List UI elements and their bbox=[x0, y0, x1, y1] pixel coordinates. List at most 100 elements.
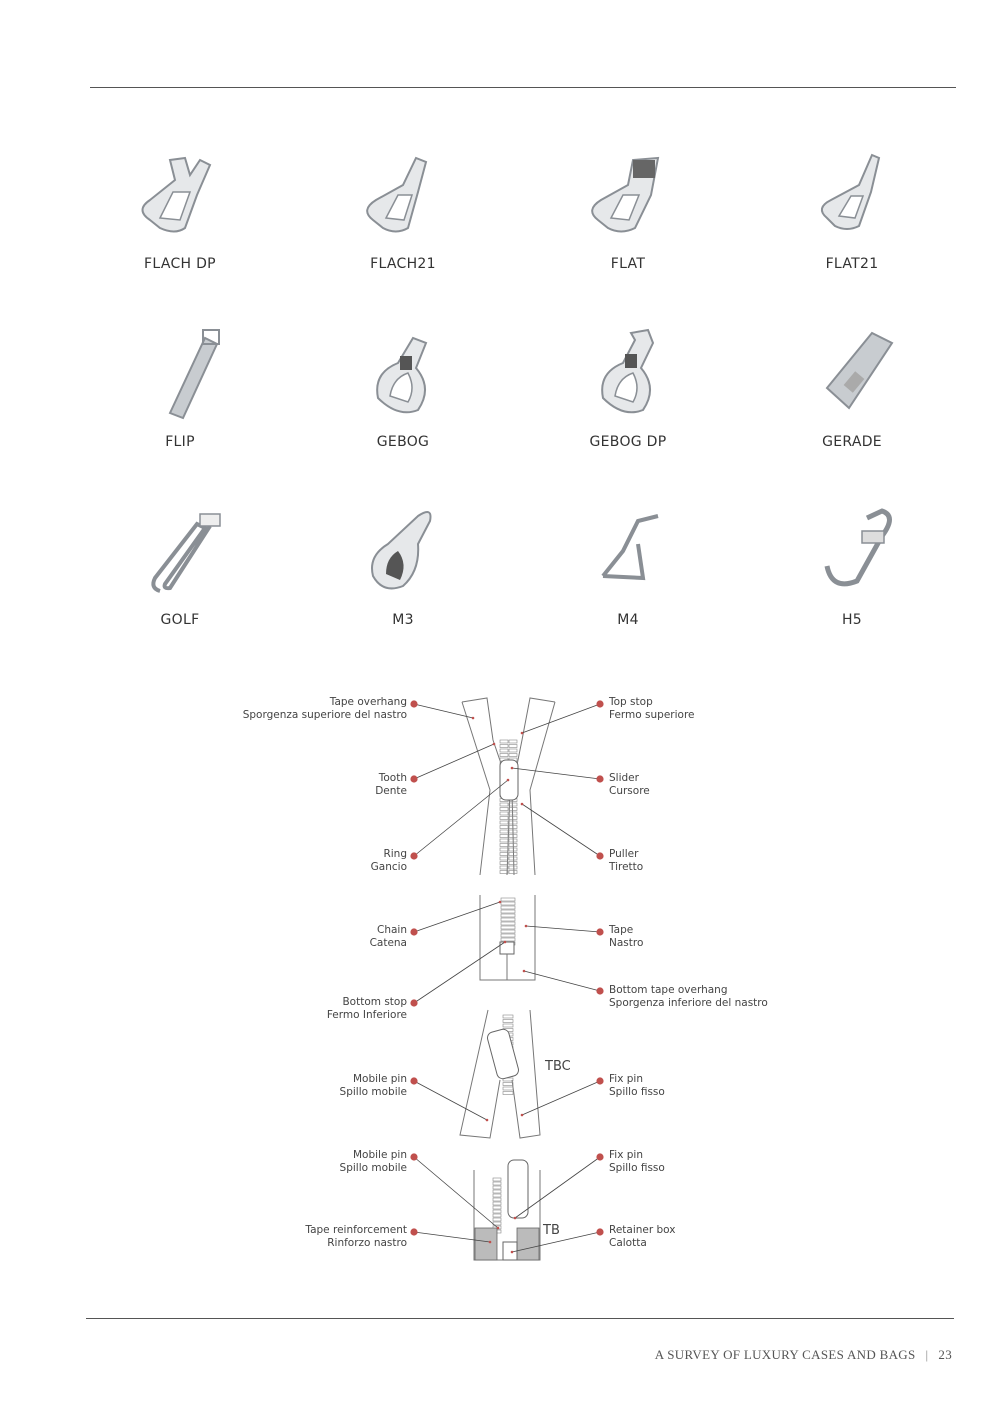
callout-dot bbox=[410, 1153, 418, 1161]
golf-puller-icon bbox=[90, 496, 270, 606]
puller-label: FLACH DP bbox=[144, 256, 216, 272]
tooth-mark bbox=[492, 1209, 502, 1214]
puller-item: FLIP bbox=[90, 318, 270, 450]
callout-english: Fix pin bbox=[609, 1149, 643, 1161]
target-dot bbox=[485, 1118, 489, 1122]
puller-label: GEBOG bbox=[376, 434, 430, 450]
tooth-mark bbox=[502, 1082, 514, 1086]
flat-puller-icon bbox=[538, 140, 718, 250]
leader-line bbox=[521, 703, 601, 734]
gebog-puller-icon bbox=[313, 318, 493, 428]
tooth-mark bbox=[502, 1086, 514, 1091]
callout-italian: Cursore bbox=[609, 784, 650, 797]
callout-english: Tape bbox=[609, 924, 634, 936]
target-dot bbox=[506, 778, 510, 782]
tooth-mark bbox=[492, 1193, 502, 1198]
callout-italian: Rinforzo nastro bbox=[327, 1236, 407, 1249]
puller-label: GEBOG DP bbox=[589, 434, 667, 450]
tooth-mark bbox=[508, 820, 518, 825]
page-number: 23 bbox=[938, 1347, 952, 1362]
tooth-mark bbox=[499, 847, 509, 852]
callout-dot bbox=[410, 852, 418, 860]
leader-line bbox=[413, 1231, 491, 1243]
leader-line bbox=[521, 1080, 601, 1116]
leader-line bbox=[413, 703, 474, 719]
target-dot bbox=[496, 1226, 500, 1230]
puller-item: M4 bbox=[538, 496, 718, 628]
target-dot bbox=[471, 716, 475, 720]
callout-italian: Spillo mobile bbox=[339, 1085, 407, 1098]
tooth-mark bbox=[508, 825, 518, 829]
tooth-mark bbox=[499, 838, 509, 843]
tooth-mark bbox=[508, 852, 518, 856]
puller-label: M4 bbox=[617, 612, 639, 628]
puller-item: GEBOG bbox=[313, 318, 493, 450]
callout-english: Mobile pin bbox=[352, 1073, 407, 1085]
puller-label: FLACH21 bbox=[370, 256, 436, 272]
tooth-mark bbox=[499, 748, 509, 753]
tooth-mark bbox=[500, 929, 516, 934]
leader-line bbox=[511, 1231, 601, 1253]
tooth-mark bbox=[500, 897, 516, 902]
target-dot bbox=[524, 924, 528, 928]
tooth-mark bbox=[508, 847, 518, 852]
tooth-mark bbox=[499, 802, 509, 807]
flip-puller-icon bbox=[90, 318, 270, 428]
callout-english: Retainer box bbox=[609, 1224, 676, 1236]
leader-line bbox=[413, 941, 506, 1004]
callout-italian: Spillo fisso bbox=[609, 1161, 665, 1174]
tooth-mark bbox=[500, 901, 516, 906]
callout-dot bbox=[410, 1228, 418, 1236]
tooth-mark bbox=[508, 816, 518, 820]
target-dot bbox=[510, 766, 514, 770]
flat21-puller-icon bbox=[762, 140, 942, 250]
leader-line bbox=[413, 901, 501, 933]
target-dot bbox=[513, 1216, 517, 1220]
puller-label: GOLF bbox=[160, 612, 200, 628]
tooth-mark bbox=[492, 1205, 502, 1210]
tooth-mark bbox=[500, 913, 516, 918]
tooth-mark bbox=[499, 861, 509, 865]
tbc-slider-shape bbox=[487, 1028, 519, 1080]
callout-dot bbox=[410, 775, 418, 783]
tooth-mark bbox=[508, 748, 518, 753]
callout-dot bbox=[596, 700, 604, 708]
puller-item: GERADE bbox=[762, 318, 942, 450]
callout-dot bbox=[596, 775, 604, 783]
flach21-puller-icon bbox=[313, 140, 493, 250]
callout-dot bbox=[410, 700, 418, 708]
h5-puller-icon bbox=[762, 496, 942, 606]
callout-dot bbox=[410, 928, 418, 936]
puller-item: FLACH21 bbox=[313, 140, 493, 272]
tooth-mark bbox=[502, 1091, 514, 1095]
tooth-mark bbox=[499, 843, 509, 847]
tape-outer-outline bbox=[461, 701, 556, 876]
callout-dot bbox=[596, 1153, 604, 1161]
tape-reinforcement-left bbox=[474, 1227, 498, 1261]
tooth-mark bbox=[502, 1023, 514, 1028]
tooth-mark bbox=[499, 753, 509, 757]
callout-english: Ring bbox=[383, 848, 407, 860]
tbc-tape-outline bbox=[459, 1009, 541, 1139]
footer-title: A SURVEY OF LUXURY CASES AND BAGS bbox=[654, 1347, 916, 1362]
tooth-mark bbox=[508, 753, 518, 757]
tooth-mark bbox=[508, 739, 518, 744]
tooth-mark bbox=[500, 933, 516, 938]
callout-italian: Dente bbox=[375, 784, 407, 797]
callout-english: Tape reinforcement bbox=[305, 1224, 407, 1236]
m3-puller-icon bbox=[313, 496, 493, 606]
callout-english: Fix pin bbox=[609, 1073, 643, 1085]
tbc-tag: TBC bbox=[545, 1059, 571, 1074]
tooth-mark bbox=[499, 865, 509, 870]
bottom-rule bbox=[86, 1318, 954, 1319]
callout-italian: Fermo superiore bbox=[609, 708, 695, 721]
tooth-mark bbox=[492, 1201, 502, 1206]
tooth-mark bbox=[508, 834, 518, 838]
tooth-mark bbox=[508, 802, 518, 807]
